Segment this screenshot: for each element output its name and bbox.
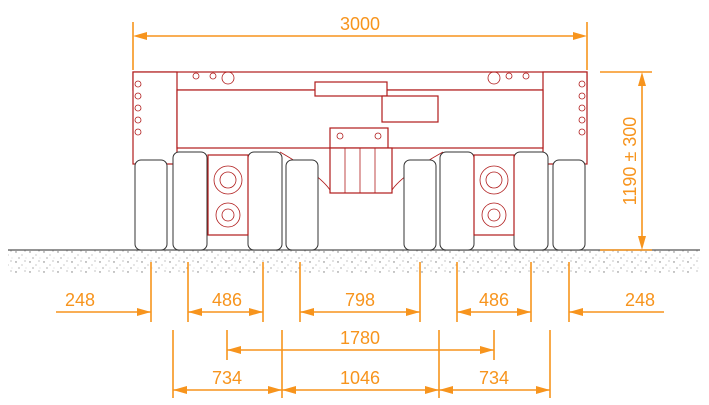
dim-outer-right: 248 xyxy=(625,290,655,310)
wheel-set-left xyxy=(134,151,319,251)
dimension-overall-width: 3000 xyxy=(132,14,588,70)
lower-dimensions: 248 486 798 486 248 1780 734 1046 7 xyxy=(56,262,664,398)
dim-outer-left: 248 xyxy=(65,290,95,310)
dimension-height: 1190 ± 300 xyxy=(600,71,652,251)
dim-outer-right-pair: 734 xyxy=(479,368,509,388)
dim-wheel-pair-right: 486 xyxy=(479,290,509,310)
dim-wheel-pair-left: 486 xyxy=(212,290,242,310)
overall-width-label: 3000 xyxy=(340,14,380,34)
ground xyxy=(8,249,700,274)
dim-center-pair: 1046 xyxy=(340,368,380,388)
height-label: 1190 ± 300 xyxy=(620,117,640,206)
dim-axle-centers: 1780 xyxy=(340,328,380,348)
wheel-set-right xyxy=(403,151,586,251)
dim-outer-left-pair: 734 xyxy=(212,368,242,388)
dim-inner-gap: 798 xyxy=(345,290,375,310)
